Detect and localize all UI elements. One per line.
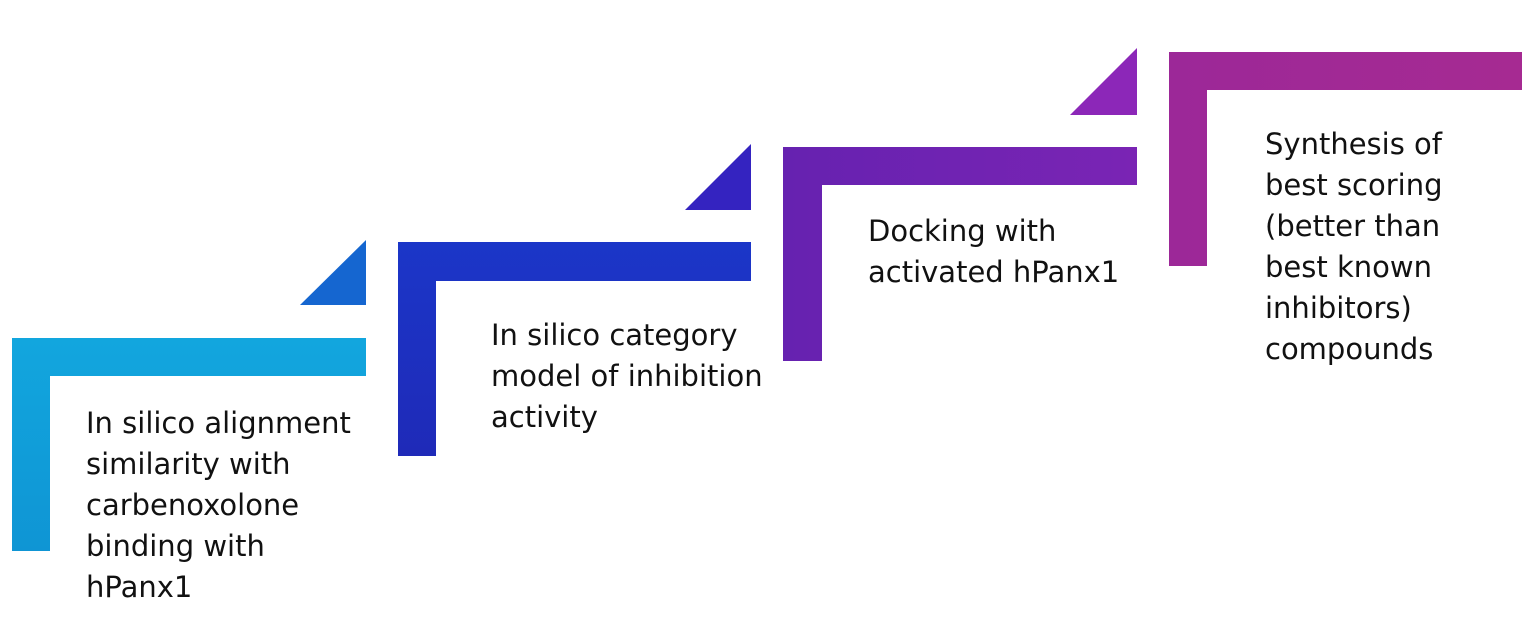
step-bracket-1 [12,338,366,551]
step-label-docking: Docking with activated hPanx1 [868,214,1120,289]
step-bracket-2 [398,242,751,456]
step-arrow-1 [300,240,366,305]
step-arrow-2 [685,144,751,210]
step-arrow-3 [1070,48,1137,115]
step-label-category-model: In silico category model of inhibition a… [491,318,763,434]
step-bracket-4 [1169,52,1522,266]
step-label-alignment: In silico alignment similarity with carb… [86,406,351,604]
step-label-synthesis: Synthesis of best scoring (better than b… [1265,127,1443,366]
step-bracket-3 [783,147,1137,361]
